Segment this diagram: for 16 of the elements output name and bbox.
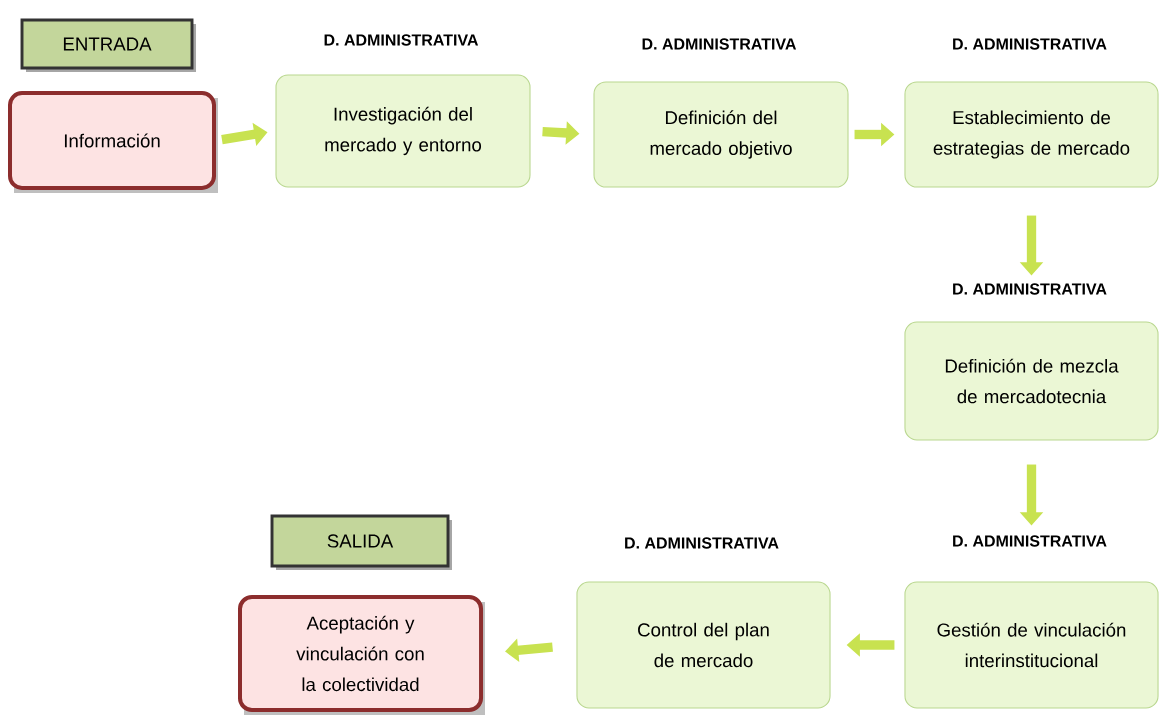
heading-label: D. ADMINISTRATIVA [625,537,779,549]
rounded-box: Información [8,91,216,190]
heading-label: D. ADMINISTRATIVA [642,38,797,50]
process-box: Establecimiento de estrategias de mercado [904,81,1159,188]
process-box: Definición de mezcla de mercadotecnia [904,321,1159,441]
heading-label: D. ADMINISTRATIVA [324,34,479,46]
rounded-box: Aceptación y vinculación con la colectividad [237,594,484,713]
process-box: Control del plan de mercado [576,581,831,709]
heading-label: D. ADMINISTRATIVA [953,38,1107,50]
process-box: Definición del mercado objetivo [593,81,849,188]
heading-label: D. ADMINISTRATIVA [953,283,1107,295]
process-box: Investigación del mercado y entorno [275,74,531,188]
heading-label: D. ADMINISTRATIVA [953,535,1107,547]
tag-box: ENTRADA [20,18,194,70]
tag-box: SALIDA [270,514,450,568]
process-box: Gestión de vinculación interinstitucional [904,581,1159,709]
